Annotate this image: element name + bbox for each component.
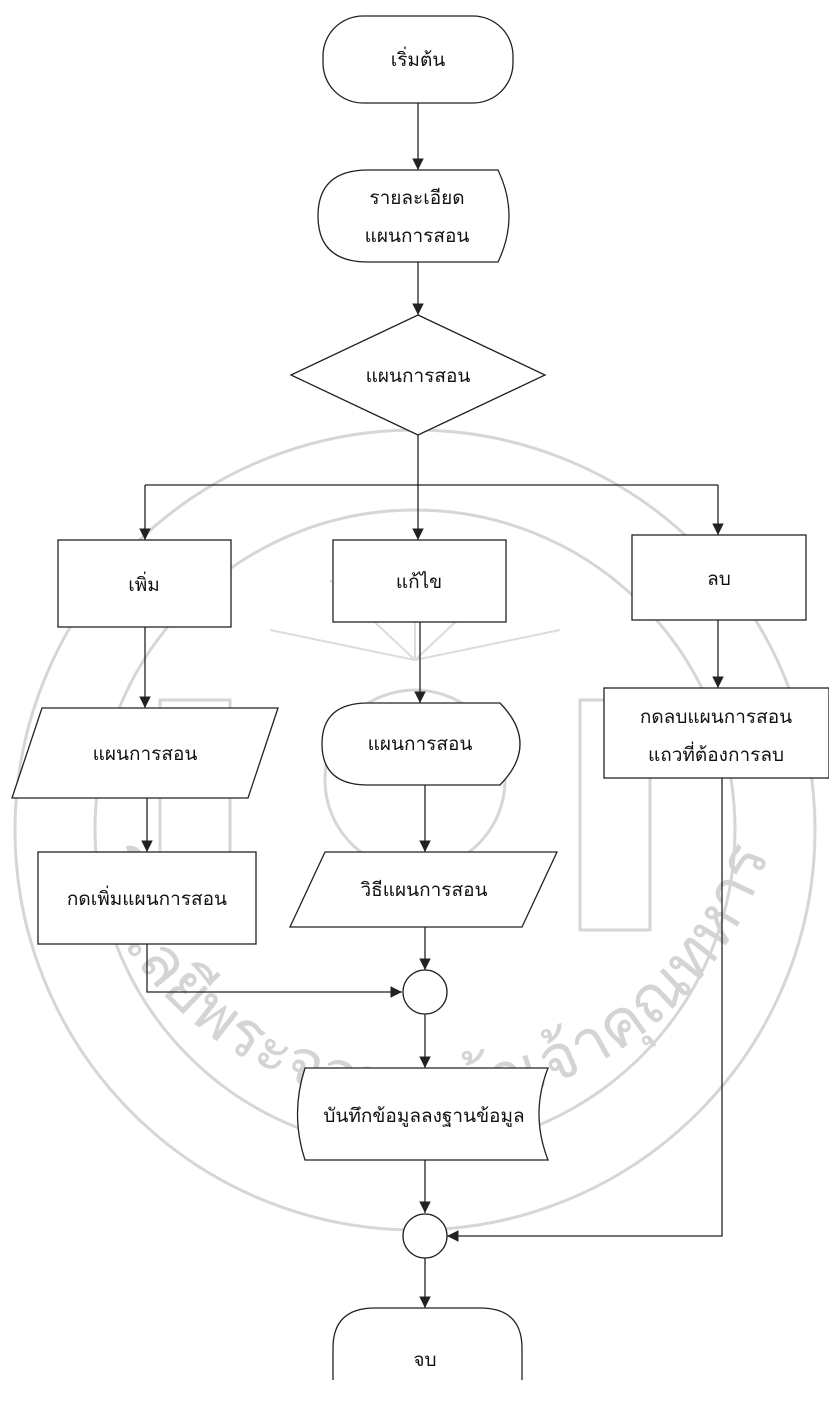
- decision-label: แผนการสอน: [366, 365, 471, 387]
- details-label-line1: รายละเอียด: [369, 187, 464, 209]
- end-label: จบ: [413, 1349, 436, 1371]
- delete-detail-label-line1: กดลบแผนการสอน: [640, 706, 792, 728]
- add-detail-label: กดเพิ่มแผนการสอน: [67, 885, 227, 910]
- add-detail-process: กดเพิ่มแผนการสอน: [37, 851, 257, 945]
- flowchart-edges: [139, 103, 724, 1308]
- junction-merge-1: [402, 969, 448, 1015]
- edit-input-parallelogram: วิธีแผนการสอน: [288, 851, 559, 928]
- edge-delete-to-junction: [447, 778, 723, 1242]
- details-display: รายละเอียด แผนการสอน: [317, 169, 510, 263]
- add-label: เพิ่ม: [128, 571, 160, 596]
- end-terminator: จบ: [332, 1307, 523, 1380]
- details-label-line2: แผนการสอน: [365, 225, 470, 247]
- delete-detail-process: กดลบแผนการสอน แถวที่ต้องการลบ: [603, 687, 829, 779]
- edit-display: แผนการสอน: [321, 702, 521, 786]
- delete-process: ลบ: [631, 534, 807, 621]
- add-input-label: แผนการสอน: [93, 743, 198, 765]
- edge-add-process-to-junction: [146, 944, 402, 998]
- junction-merge-2: [402, 1213, 448, 1259]
- start-label: เริ่มต้น: [391, 46, 446, 71]
- edit-label: แก้ไข: [396, 571, 442, 593]
- add-input-parallelogram: แผนการสอน: [11, 707, 279, 799]
- delete-detail-label-line2: แถวที่ต้องการลบ: [648, 741, 784, 766]
- save-stored-data: บันทึกข้อมูลลงฐานข้อมูล: [296, 1067, 549, 1161]
- delete-label: ลบ: [707, 568, 731, 590]
- add-process: เพิ่ม: [57, 539, 232, 628]
- decision-diamond: แผนการสอน: [289, 314, 547, 436]
- start-terminator: เริ่มต้น: [322, 15, 514, 104]
- save-label: บันทึกข้อมูลลงฐานข้อมูล: [323, 1105, 524, 1127]
- edit-display-label: แผนการสอน: [368, 733, 473, 755]
- edit-input-label: วิธีแผนการสอน: [360, 879, 487, 901]
- edit-process: แก้ไข: [332, 539, 507, 623]
